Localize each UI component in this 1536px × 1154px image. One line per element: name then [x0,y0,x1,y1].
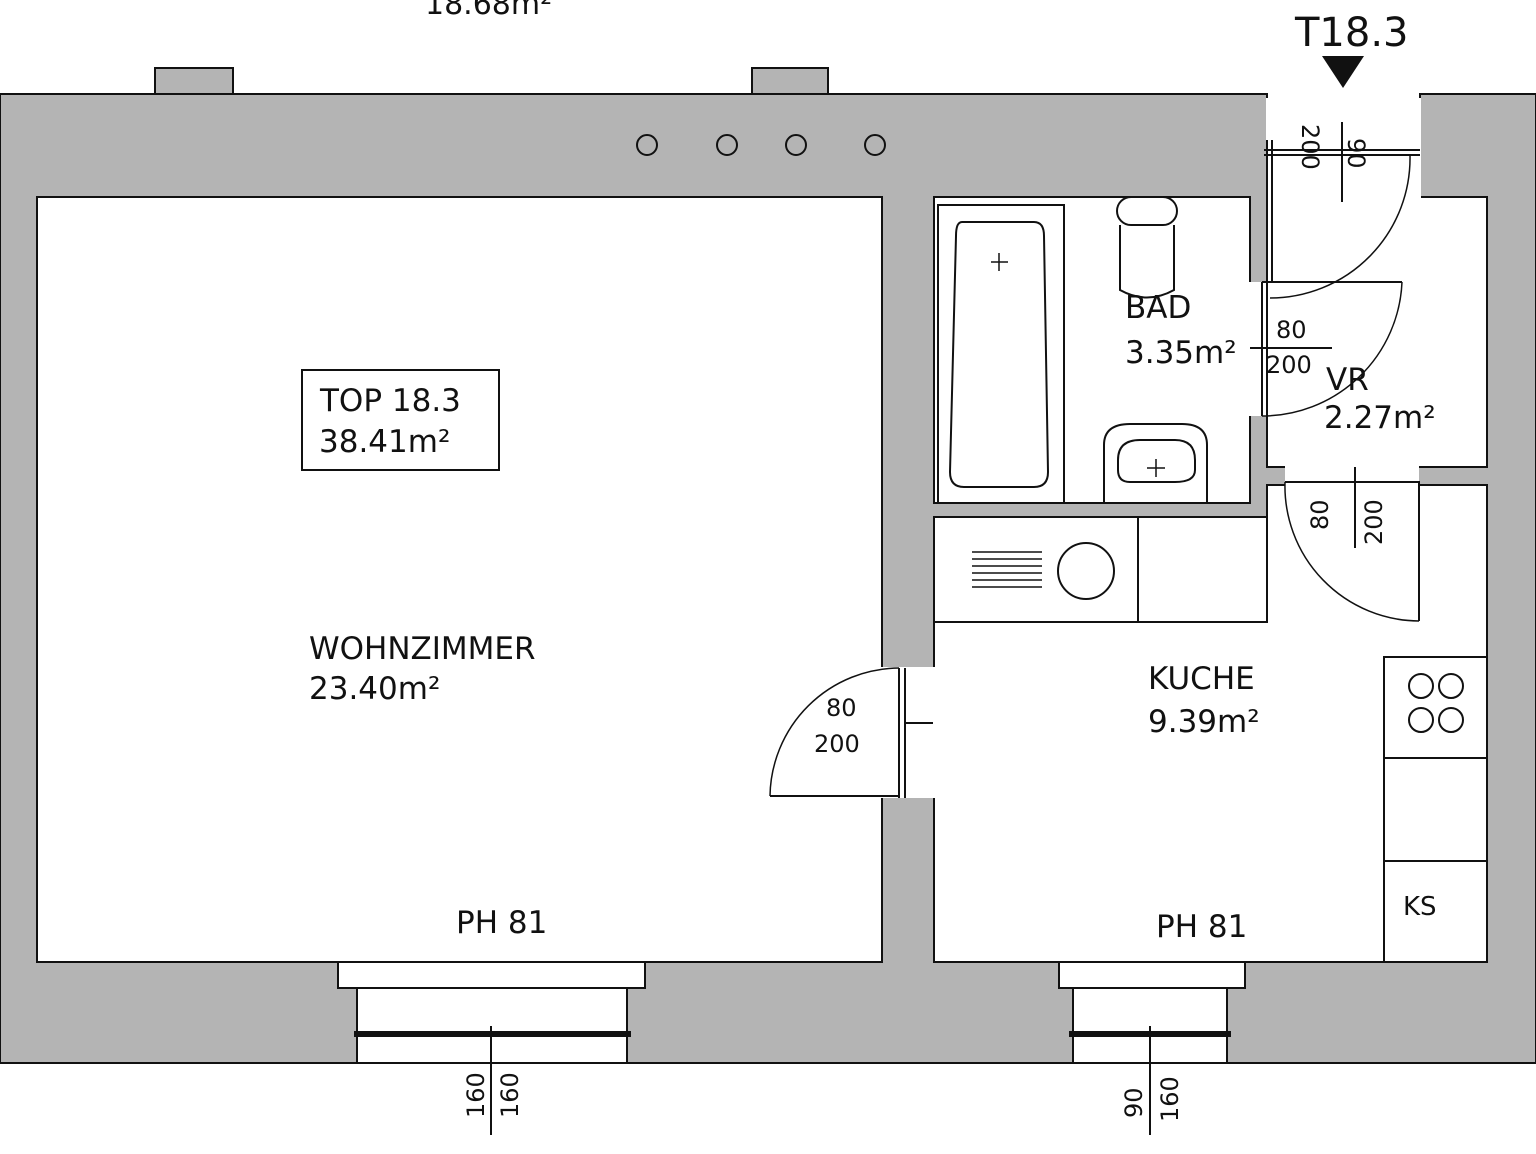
door-entrance[interactable]: 200 90 [1264,122,1420,467]
entrance-arrow-icon [1322,56,1364,88]
door-kueche[interactable]: 80 200 [1284,467,1420,622]
unit-marker: T18.3 [1294,10,1409,56]
door-height: 200 [1360,499,1388,545]
room-name: BAD [1125,290,1191,326]
fridge-label: KS [1403,892,1437,922]
door-opening [880,667,936,798]
room-area: 9.39m² [1148,704,1260,740]
window-kueche: 90 160 [1058,961,1246,1135]
bathtub-icon [937,204,1065,504]
door-height: 200 [814,730,860,758]
room-bad [933,196,1251,504]
fridge-icon [1383,860,1488,963]
door-bad[interactable]: 80 200 [1250,281,1403,417]
chimney-icons [636,134,886,156]
room-area: 23.40m² [309,671,440,707]
door-width: 80 [1306,499,1334,530]
room-wohnzimmer [36,196,883,963]
door-width: 80 [1276,316,1307,344]
toilet-icon [1116,196,1178,299]
washer-icon [933,516,1268,623]
adjacent-area: 18.68m² [425,0,552,22]
door-width: 90 [1342,138,1370,169]
window-dim: 160 [462,1072,490,1118]
door-width: 80 [826,694,857,722]
stove-icon [1383,656,1488,759]
window-dim: 160 [1156,1076,1184,1122]
room-name: VR [1326,362,1369,398]
window-wohnzimmer: 160 160 [337,961,646,1135]
room-height: PH 81 [456,905,547,941]
window-dim: 160 [496,1072,524,1118]
door-height: 200 [1296,124,1324,170]
door-wohnzimmer[interactable]: 80 200 [769,667,933,798]
room-area: 3.35m² [1125,335,1237,371]
door-height: 200 [1266,351,1312,379]
apartment-name: TOP 18.3 [319,383,461,419]
apartment-area: 38.41m² [319,424,450,460]
room-name: WOHNZIMMER [309,631,536,667]
room-name: KUCHE [1148,661,1255,697]
apartment-label-box [301,369,500,471]
window-dim: 90 [1120,1087,1148,1118]
sink-icon [1103,423,1208,503]
room-height: PH 81 [1156,909,1247,945]
room-area: 2.27m² [1324,400,1436,436]
